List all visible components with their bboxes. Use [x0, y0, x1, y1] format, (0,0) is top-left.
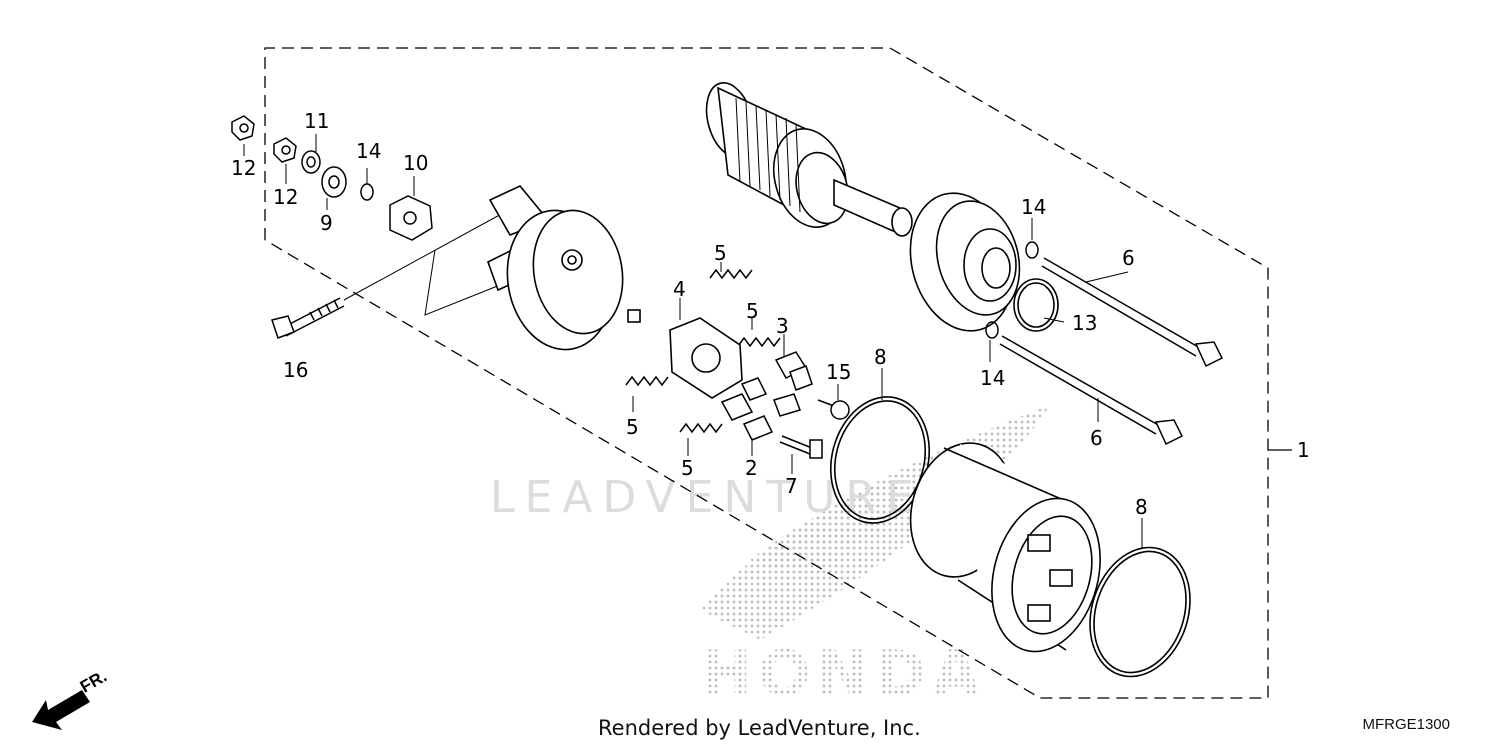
diagram-code: MFRGE1300 — [1362, 716, 1450, 733]
callout-2: 2 — [745, 456, 758, 480]
callout-7: 7 — [785, 474, 798, 498]
callout-3: 3 — [776, 314, 789, 338]
nut-12-top — [231, 115, 255, 141]
callout-4: 4 — [673, 277, 686, 301]
motor-case — [909, 442, 1101, 660]
callout-12-lower: 12 — [273, 185, 298, 209]
callout-leaders — [243, 134, 1143, 548]
callout-6-lower: 6 — [1090, 426, 1103, 450]
o-ring-8-right — [1089, 546, 1191, 678]
callout-6-upper: 6 — [1122, 246, 1135, 270]
armature — [705, 82, 913, 237]
callout-15: 15 — [826, 360, 851, 384]
callout-13: 13 — [1072, 311, 1097, 335]
callout-8-mid: 8 — [874, 345, 887, 369]
spring-5-top — [709, 268, 753, 280]
assembly-boundary — [264, 47, 1269, 699]
o-ring-14-front-bottom — [985, 321, 999, 339]
callout-9: 9 — [320, 211, 333, 235]
bolt-6-lower — [999, 335, 1184, 446]
callout-5-bottom: 5 — [681, 456, 694, 480]
bolt-6-upper — [1041, 257, 1224, 368]
honda-wordmark-watermark: HONDA — [700, 637, 986, 710]
spring-5-left — [625, 375, 669, 387]
spring-5-mid — [737, 336, 781, 348]
rear-cover — [487, 185, 624, 351]
callout-8-right: 8 — [1135, 495, 1148, 519]
callout-5-left: 5 — [626, 415, 639, 439]
terminal-bolt-10 — [389, 195, 433, 241]
front-cover — [909, 192, 1021, 332]
callout-10: 10 — [403, 151, 428, 175]
callout-14-front-top: 14 — [1021, 195, 1046, 219]
o-ring-14-small — [360, 183, 374, 201]
nut-12-lower — [273, 137, 297, 163]
callout-14-front-bottom: 14 — [980, 366, 1005, 390]
spring-5-bottom — [679, 422, 723, 434]
brush-holder-4 — [627, 309, 743, 399]
bolt-16-leader-fork — [424, 249, 501, 316]
callout-1: 1 — [1297, 438, 1310, 462]
bolt-16-leader — [343, 211, 506, 301]
armature-windings — [735, 97, 801, 213]
credit-text: Rendered by LeadVenture, Inc. — [598, 716, 921, 740]
callout-16: 16 — [283, 358, 308, 382]
washer-11 — [301, 150, 321, 174]
callout-12-top: 12 — [231, 156, 256, 180]
screw-7 — [779, 435, 823, 459]
callout-11: 11 — [304, 109, 329, 133]
bolt-16 — [271, 297, 345, 339]
front-direction-arrow-icon — [32, 690, 90, 730]
callout-5-top: 5 — [714, 241, 727, 265]
screw-15 — [817, 399, 850, 420]
o-ring-13 — [1013, 278, 1059, 332]
o-ring-14-front-top — [1025, 241, 1039, 259]
insulator-9 — [321, 166, 347, 198]
callout-14-small: 14 — [356, 139, 381, 163]
callout-5-mid: 5 — [746, 299, 759, 323]
brush-2 — [720, 377, 801, 441]
brush-3 — [774, 351, 813, 391]
